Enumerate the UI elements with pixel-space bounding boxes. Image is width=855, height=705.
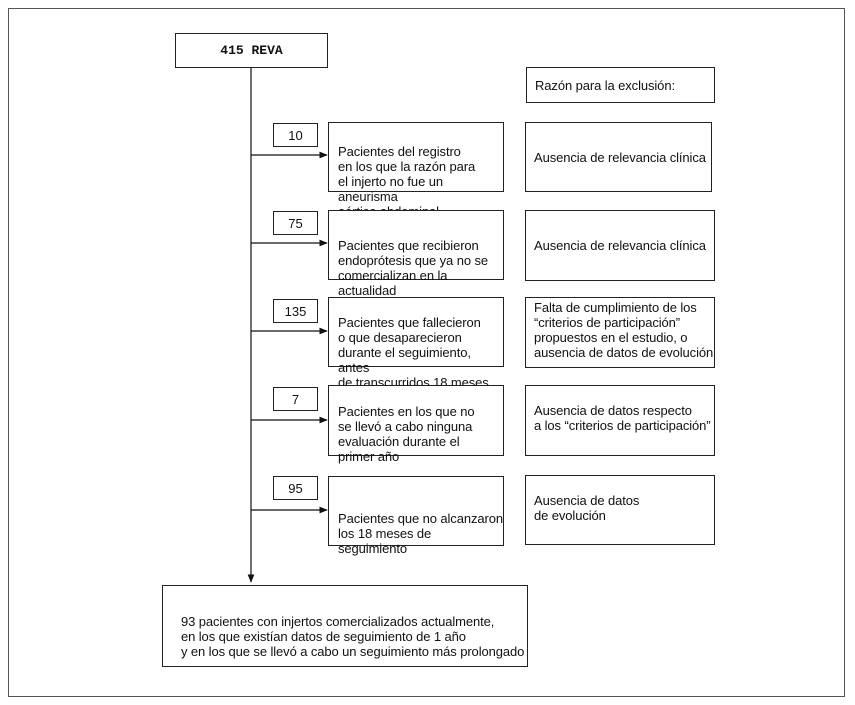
count-box-4: 7 [273, 387, 318, 411]
count-box-1: 10 [273, 123, 318, 147]
final-box-label: 93 pacientes con injertos comercializado… [181, 614, 525, 659]
count-box-2: 75 [273, 211, 318, 235]
final-box: 93 pacientes con injertos comercializado… [162, 585, 528, 667]
description-box-2: Pacientes que recibieron endoprótesis qu… [328, 210, 504, 298]
description-box-4: Pacientes en los que no se llevó a cabo … [328, 385, 504, 464]
description-text: Pacientes que recibieron endoprótesis qu… [338, 238, 488, 298]
count-value: 95 [288, 480, 303, 496]
description-text: Pacientes que no alcanzaron los 18 meses… [338, 511, 503, 556]
top-box: 415 REVA [175, 33, 328, 68]
description-text: Pacientes en los que no se llevó a cabo … [338, 404, 475, 464]
reason-box-4: Ausencia de datos respecto a los “criter… [525, 385, 715, 456]
description-box-3: Pacientes que fallecieron o que desapare… [328, 297, 504, 390]
description-box-1: Pacientes del registro en los que la raz… [328, 122, 504, 219]
reason-text: Ausencia de datos de evolución [534, 493, 640, 523]
count-box-5: 95 [273, 476, 318, 500]
top-box-label: 415 REVA [220, 43, 283, 58]
exclusion-header: Razón para la exclusión: [526, 67, 715, 103]
reason-text: Ausencia de relevancia clínica [534, 149, 706, 165]
diagram-frame [8, 8, 845, 697]
exclusion-header-label: Razón para la exclusión: [535, 77, 675, 93]
reason-text: Falta de cumplimiento de los “criterios … [534, 300, 714, 360]
description-text: Pacientes del registro en los que la raz… [338, 144, 476, 219]
count-value: 10 [288, 127, 303, 143]
reason-box-5: Ausencia de datos de evolución [525, 475, 715, 545]
description-text: Pacientes que fallecieron o que desapare… [338, 315, 489, 390]
reason-box-2: Ausencia de relevancia clínica [525, 210, 715, 281]
reason-text: Ausencia de relevancia clínica [534, 238, 706, 253]
count-value: 7 [291, 391, 300, 407]
count-box-3: 135 [273, 299, 318, 323]
reason-box-3: Falta de cumplimiento de los “criterios … [525, 297, 715, 368]
count-value: 135 [284, 303, 307, 319]
description-box-5: Pacientes que no alcanzaron los 18 meses… [328, 476, 504, 556]
reason-text: Ausencia de datos respecto a los “criter… [534, 403, 711, 433]
reason-box-1: Ausencia de relevancia clínica [525, 122, 712, 192]
count-value: 75 [288, 215, 303, 231]
